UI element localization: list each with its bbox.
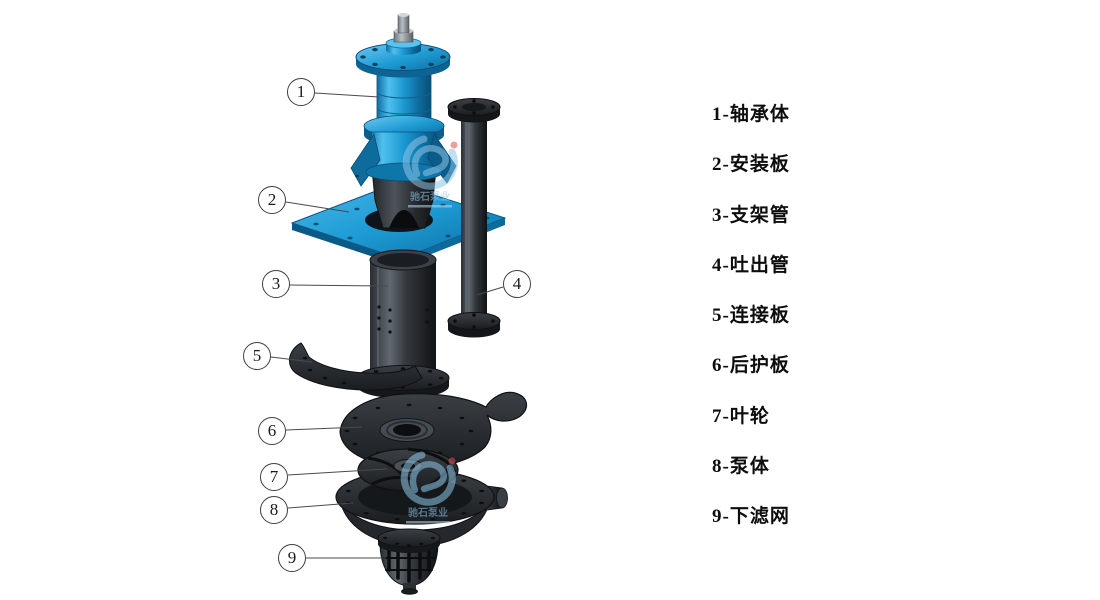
callout-number: 2 [267, 190, 277, 209]
legend: 1-轴承体 2-安装板 3-支架管 4-吐出管 5-连接板 6-后护板 7-叶轮… [712, 105, 790, 558]
leader-line-4 [476, 286, 504, 296]
callout-4: 4 [503, 270, 531, 298]
part-rear-guard-plate [339, 391, 527, 469]
leader-line-5 [270, 356, 313, 363]
callout-3: 3 [262, 270, 290, 298]
leader-lines [270, 92, 504, 559]
watermark-logo: 驰石泵业 [400, 451, 456, 524]
leader-line-2 [285, 201, 350, 213]
callout-number: 5 [252, 346, 262, 365]
callout-9: 9 [278, 544, 306, 572]
callout-8: 8 [260, 496, 288, 524]
callout-6: 6 [258, 417, 286, 445]
legend-item-2: 2-安装板 [712, 154, 790, 176]
watermark-text: 驰石泵业 [410, 190, 450, 203]
callout-number: 3 [271, 274, 281, 293]
part-discharge-pipe [447, 98, 501, 338]
watermark-red-dot [450, 141, 458, 149]
part-lower-strainer [377, 528, 441, 595]
callout-1: 1 [287, 78, 315, 106]
part-connection-plate [289, 342, 423, 391]
callout-2: 2 [258, 186, 286, 214]
part-bearing-body [350, 13, 457, 187]
callout-5: 5 [243, 342, 271, 370]
part-support-pipe [356, 249, 450, 399]
leader-line-3 [289, 284, 389, 287]
callout-7: 7 [260, 463, 288, 491]
legend-item-6: 6-后护板 [712, 355, 790, 377]
callout-number: 9 [287, 548, 297, 567]
leader-line-8 [287, 502, 354, 509]
leader-line-1 [314, 92, 380, 98]
legend-item-9: 9-下滤网 [712, 506, 790, 528]
callout-number: 4 [512, 274, 522, 293]
watermark-logo: 驰石泵业 [402, 135, 458, 208]
legend-item-3: 3-支架管 [712, 204, 790, 226]
legend-item-8: 8-泵体 [712, 456, 770, 478]
legend-item-7: 7-叶轮 [712, 405, 770, 427]
callout-number: 1 [296, 82, 306, 101]
leader-line-7 [287, 468, 388, 476]
legend-item-4: 4-吐出管 [712, 254, 790, 276]
callout-number: 6 [267, 421, 277, 440]
watermark-text: 驰石泵业 [408, 506, 448, 519]
legend-item-5: 5-连接板 [712, 305, 790, 327]
legend-item-1: 1-轴承体 [712, 104, 790, 125]
callout-number: 8 [269, 500, 279, 519]
watermark-red-dot [448, 457, 456, 465]
callout-number: 7 [269, 467, 279, 486]
leader-line-6 [285, 426, 363, 431]
